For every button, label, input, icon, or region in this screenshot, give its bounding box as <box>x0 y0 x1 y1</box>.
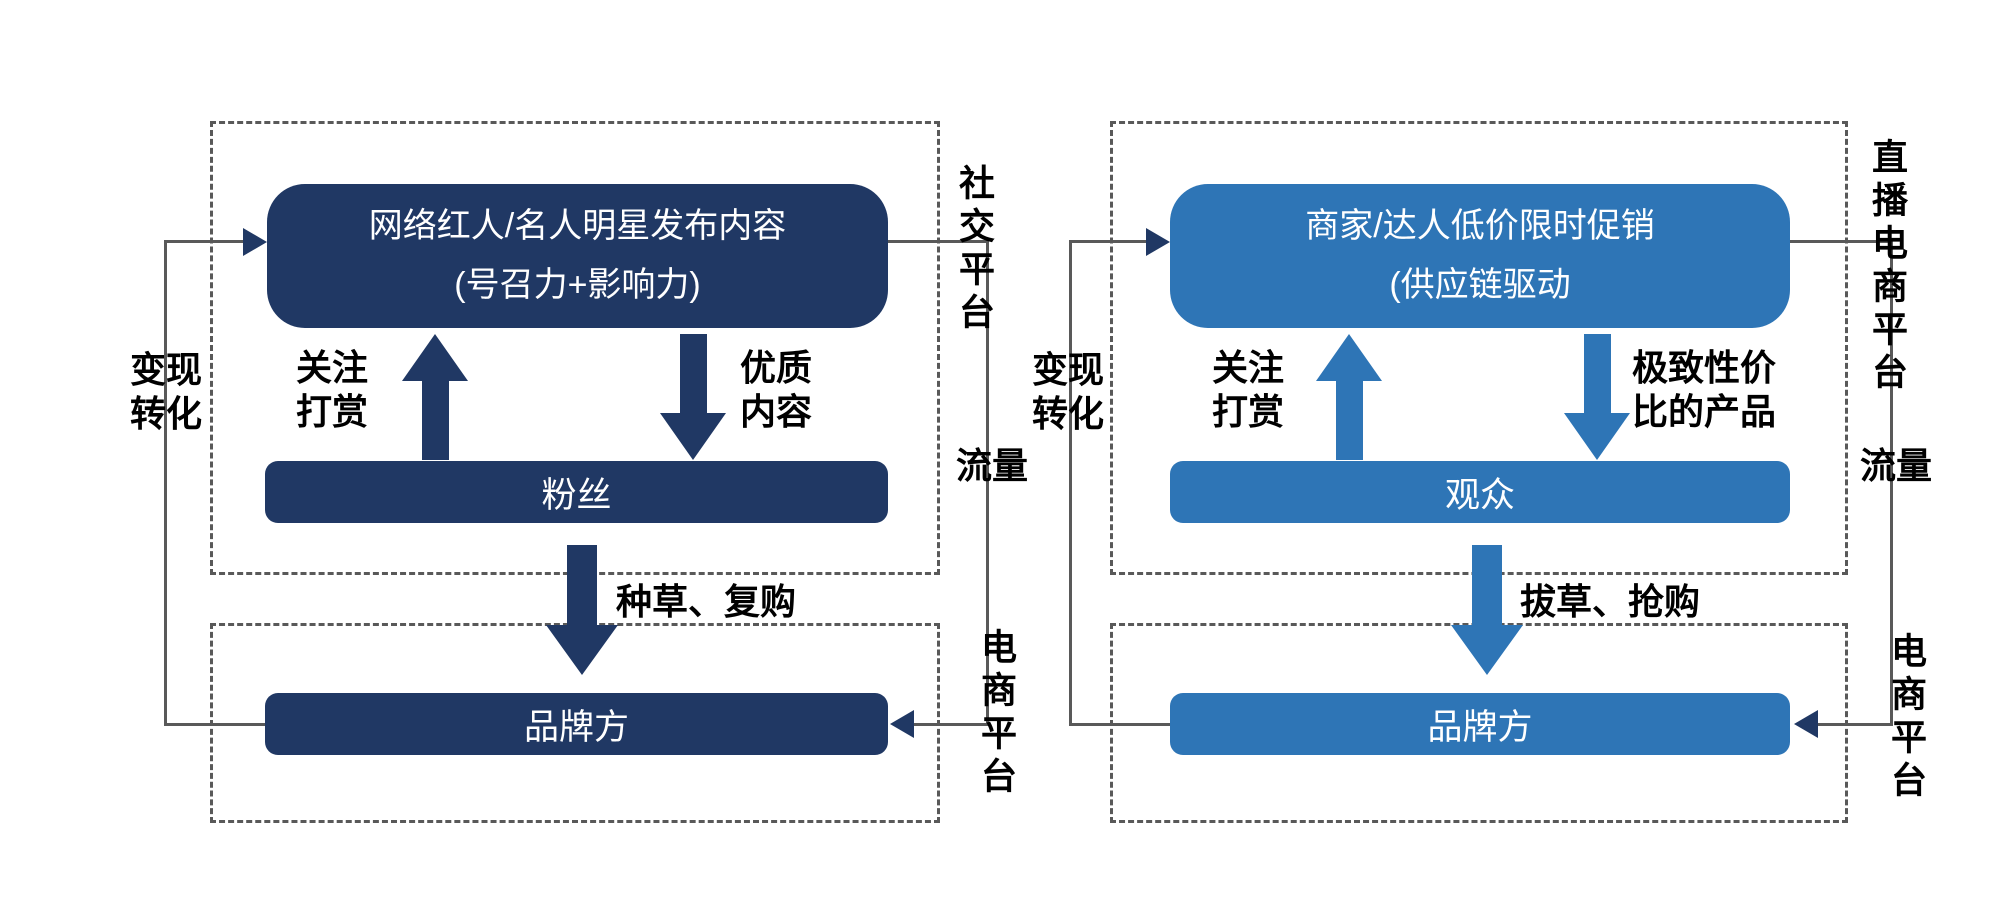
left-traffic-line-vertical <box>986 240 989 726</box>
left-creator-line2: (号召力+影响力) <box>454 266 701 304</box>
left-loop-label: 变现 转化 <box>129 349 202 434</box>
left-loop-line-top <box>164 240 244 243</box>
right-audience-node: 观众 <box>1170 461 1790 523</box>
left-loop-line-vertical <box>164 240 167 726</box>
left-transfer-arrow-label: 种草、复购 <box>616 581 797 622</box>
right-up-arrow-label: 关注 打赏 <box>1212 347 1285 432</box>
left-brand-node: 品牌方 <box>265 693 888 755</box>
left-platform-top-label: 社交平台 <box>954 164 995 336</box>
left-traffic-line-top <box>888 240 989 243</box>
right-up-block-arrow-icon <box>1316 334 1382 460</box>
left-creator-line1: 网络红人/名人明星发布内容 <box>368 206 787 245</box>
right-loop-label: 变现 转化 <box>1031 349 1104 434</box>
right-loop-arrowhead-icon <box>1146 228 1170 256</box>
left-traffic-arrowhead-icon <box>890 710 914 738</box>
left-platform-bottom-label: 电商平台 <box>976 628 1017 800</box>
right-platform-top-label: 直播电商平台 <box>1867 138 1908 396</box>
right-loop-line-bottom <box>1069 723 1170 726</box>
right-brand-node: 品牌方 <box>1170 693 1790 755</box>
left-down-arrow-label: 优质 内容 <box>740 347 813 432</box>
left-creator-node: 网络红人/名人明星发布内容 (号召力+影响力) <box>267 184 888 328</box>
left-traffic-line-bottom <box>913 723 989 726</box>
right-platform-bottom-label: 电商平台 <box>1886 632 1927 804</box>
right-traffic-line-vertical <box>1890 240 1893 726</box>
left-fans-label: 粉丝 <box>541 475 612 515</box>
right-down-arrow-label: 极致性价 比的产品 <box>1632 347 1777 432</box>
left-down-block-arrow-icon <box>660 334 726 460</box>
right-transfer-arrow-label: 拔草、抢购 <box>1520 581 1701 622</box>
left-brand-label: 品牌方 <box>523 707 629 747</box>
right-down-block-arrow-icon <box>1564 334 1630 460</box>
right-seller-line2: (供应链驱动 <box>1389 266 1571 304</box>
left-fans-node: 粉丝 <box>265 461 888 523</box>
left-loop-arrowhead-icon <box>243 228 267 256</box>
left-loop-line-bottom <box>164 723 266 726</box>
right-brand-label: 品牌方 <box>1427 707 1533 747</box>
right-seller-node: 商家/达人低价限时促销 (供应链驱动 <box>1170 184 1790 328</box>
right-traffic-line-top <box>1790 240 1893 243</box>
left-traffic-label: 流量 <box>956 445 1029 486</box>
right-traffic-label: 流量 <box>1860 445 1933 486</box>
left-up-arrow-label: 关注 打赏 <box>296 347 369 432</box>
right-loop-line-vertical <box>1069 240 1072 726</box>
right-transfer-block-arrow-icon <box>1451 545 1523 675</box>
right-audience-label: 观众 <box>1444 475 1515 515</box>
right-seller-line1: 商家/达人低价限时促销 <box>1305 206 1655 245</box>
left-transfer-block-arrow-icon <box>546 545 618 675</box>
right-loop-line-top <box>1069 240 1147 243</box>
right-traffic-arrowhead-icon <box>1794 710 1818 738</box>
right-traffic-line-bottom <box>1817 723 1893 726</box>
left-up-block-arrow-icon <box>402 334 468 460</box>
